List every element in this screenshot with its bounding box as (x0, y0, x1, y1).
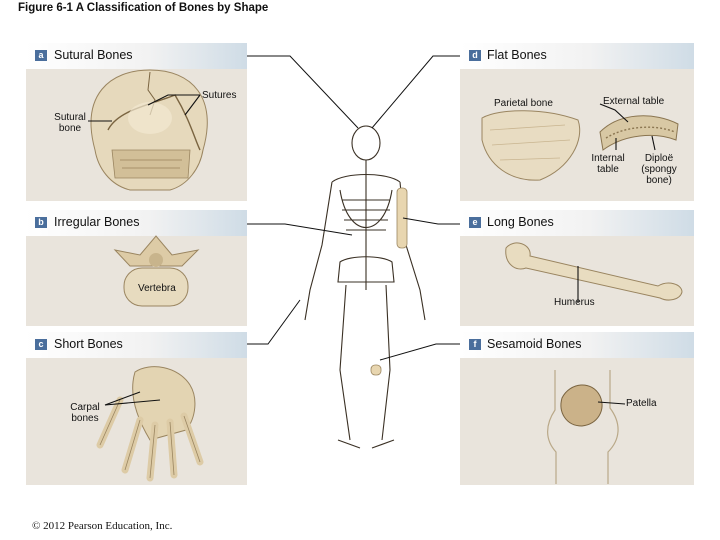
panel-title: Flat Bones (487, 48, 547, 62)
label-internal-table: Internal table (591, 153, 625, 175)
panel-title: Irregular Bones (54, 215, 140, 229)
panel-title: Sesamoid Bones (487, 337, 582, 351)
panel-badge: b (35, 217, 47, 228)
copyright-notice: © 2012 Pearson Education, Inc. (32, 520, 173, 532)
panel-title: Sutural Bones (54, 48, 133, 62)
panel-badge: c (35, 339, 47, 350)
label-patella: Patella (626, 398, 657, 409)
hand-illustration (96, 366, 204, 482)
panel-header (26, 43, 247, 69)
label-sutures: Sutures (202, 90, 237, 101)
figure-title: Figure 6-1 A Classification of Bones by … (18, 2, 269, 14)
panel-header (460, 210, 694, 236)
skull-illustration (90, 69, 208, 191)
highlighted-humerus (396, 187, 408, 249)
panel-irregular-bones: b Irregular Bones (26, 210, 247, 326)
label-leader-lines (88, 94, 656, 406)
label-parietal-bone: Parietal bone (494, 98, 553, 109)
humerus-illustration (505, 242, 683, 301)
label-sutural-bone: Sutural bone (54, 112, 86, 134)
parietal-bone-illustration (481, 110, 581, 181)
highlighted-patella (370, 364, 382, 376)
panel-badge: f (469, 339, 481, 350)
panel-header (460, 332, 694, 358)
label-vertebra: Vertebra (138, 283, 176, 294)
panel-badge: d (469, 50, 481, 61)
vertebra-illustration (113, 235, 200, 307)
label-carpal-bones: Carpal bones (70, 402, 100, 424)
label-external-table: External table (603, 96, 665, 107)
panel-badge: e (469, 217, 481, 228)
panel-header (26, 332, 247, 358)
label-diploe: Diploë (spongy bone) (641, 153, 677, 186)
panel-title: Short Bones (54, 337, 123, 351)
skeleton-illustration (304, 125, 426, 449)
panel-title: Long Bones (487, 215, 554, 229)
label-humerus: Humerus (554, 297, 595, 308)
connector-lines (247, 55, 460, 361)
panel-badge: a (35, 50, 47, 61)
flat-bone-section-illustration (599, 115, 679, 151)
panel-header (26, 210, 247, 236)
panel-header (460, 43, 694, 69)
knee-illustration (547, 370, 619, 484)
